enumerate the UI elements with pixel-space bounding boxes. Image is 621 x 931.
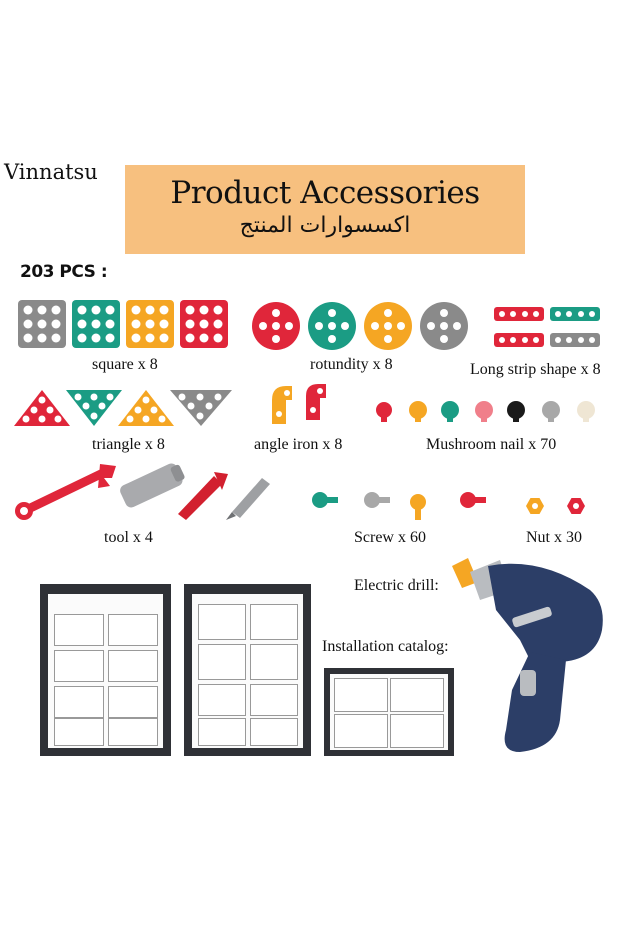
- catalog-thumbnail: [54, 718, 104, 746]
- square-pieces: [18, 300, 228, 348]
- long-strip-pieces: [494, 307, 600, 347]
- catalog-thumbnail: [108, 686, 158, 718]
- pieces-count: 203 PCS :: [20, 262, 108, 282]
- catalog-booklet: [40, 584, 171, 756]
- nut-label: Nut x 30: [526, 529, 582, 546]
- catalog-page: [48, 594, 163, 748]
- catalog-thumbnail: [108, 650, 158, 682]
- long-strip-label: Long strip shape x 8: [470, 361, 601, 378]
- catalog-thumbnail: [54, 614, 104, 646]
- nut-pieces: [526, 498, 585, 514]
- catalog-thumbnail: [198, 718, 246, 746]
- screw-label: Screw x 60: [354, 529, 426, 546]
- screw-pieces: [312, 492, 486, 520]
- electric-drill-label: Electric drill:: [354, 577, 439, 594]
- banner-title: Product Accessories: [170, 175, 480, 211]
- round-pieces: [252, 302, 468, 350]
- catalog-thumbnail: [250, 604, 298, 640]
- rotundity-label: rotundity x 8: [310, 356, 393, 373]
- catalog-thumbnail: [198, 684, 246, 716]
- catalog-booklet: [184, 584, 311, 756]
- catalog-thumbnail: [250, 718, 298, 746]
- electric-drill-image: [452, 558, 603, 752]
- catalog-page: [330, 674, 448, 750]
- title-banner: Product Accessories اكسسوارات المنتج: [125, 165, 525, 254]
- catalog-thumbnail: [334, 678, 388, 712]
- catalog-thumbnail: [390, 714, 444, 748]
- triangle-label: triangle x 8: [92, 436, 165, 453]
- mushroom-nail-label: Mushroom nail x 70: [426, 436, 557, 453]
- catalog-thumbnail: [54, 650, 104, 682]
- installation-catalog-label: Installation catalog:: [322, 638, 449, 655]
- catalog-thumbnail: [198, 604, 246, 640]
- catalog-thumbnail: [198, 644, 246, 680]
- catalog-thumbnail: [334, 714, 388, 748]
- catalog-thumbnail: [108, 718, 158, 746]
- catalog-page: [192, 594, 303, 748]
- angle-iron-pieces: [272, 384, 326, 424]
- catalog-thumbnail: [250, 644, 298, 680]
- triangle-pieces: [14, 390, 232, 426]
- angle-iron-label: angle iron x 8: [254, 436, 343, 453]
- square-label: square x 8: [92, 356, 158, 373]
- brand-name: Vinnatsu: [4, 160, 98, 184]
- tool-label: tool x 4: [104, 529, 153, 546]
- tool-pieces: [15, 463, 270, 520]
- banner-subtitle: اكسسوارات المنتج: [239, 213, 411, 238]
- mushroom-nail-pieces: [376, 401, 595, 422]
- catalog-thumbnail: [250, 684, 298, 716]
- catalog-booklet: [324, 668, 454, 756]
- catalog-thumbnail: [54, 686, 104, 718]
- catalog-thumbnail: [108, 614, 158, 646]
- catalog-thumbnail: [390, 678, 444, 712]
